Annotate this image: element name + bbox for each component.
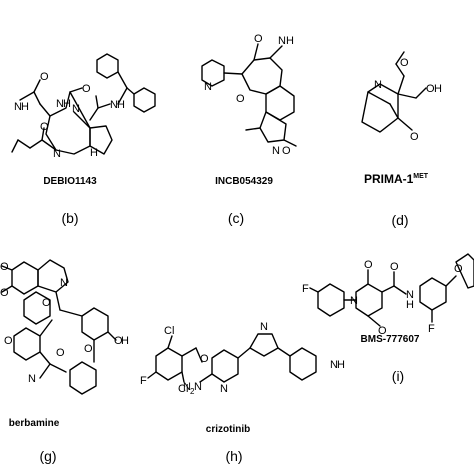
atom-n-2: N	[406, 289, 414, 301]
atom-o-2: O	[0, 287, 9, 299]
atom-f: F	[140, 375, 147, 387]
atom-o-4: O	[454, 263, 463, 275]
atom-h-bridge: H	[90, 147, 98, 159]
prima1met-superscript: MET	[413, 173, 429, 180]
atom-o-1: O	[364, 259, 373, 271]
atom-n-piperidine: N	[330, 359, 338, 371]
atom-h-amine: N	[183, 381, 191, 393]
panel-label-h: (h)	[225, 448, 243, 464]
atom-o-6: O	[114, 335, 123, 347]
atom-h-hydroxyl: H	[434, 83, 442, 95]
atom-o-hydroxyl: O	[426, 83, 435, 95]
atom-h-amide: H	[117, 99, 125, 111]
atom-o-chain: O	[40, 71, 49, 83]
structure-prima1met: N O O H O	[361, 51, 442, 143]
atom-o-acyl: O	[40, 121, 49, 133]
atom-o-carbonyl: O	[254, 33, 263, 45]
panel-label-b: (b)	[61, 210, 79, 226]
atom-n-pyridine: N	[220, 383, 228, 395]
atom-o-5: O	[84, 343, 93, 355]
panel-label-c: (c)	[227, 210, 245, 226]
atom-o-7: O	[56, 347, 65, 359]
atom-n-bridge: N	[72, 103, 80, 115]
atom-h-link: H	[63, 98, 71, 110]
atom-cl-1: Cl	[164, 325, 174, 337]
structure-crizotinib: Cl F Cl O N 2 N N N N H	[140, 321, 345, 396]
atom-o-ketone: O	[410, 131, 419, 143]
atom-n-1: N	[60, 277, 68, 289]
atom-o-1: O	[0, 261, 9, 273]
panel-label-i: (i)	[391, 368, 405, 384]
compound-name-bms777607: BMS-777607	[360, 334, 420, 345]
atom-h-methyl: H	[21, 101, 29, 113]
atom-o-2: O	[390, 261, 399, 273]
atom-o-ether: O	[236, 93, 245, 105]
atom-n-2: N	[28, 373, 36, 385]
atom-n-amine: N	[194, 381, 202, 393]
atom-o: O	[200, 353, 209, 365]
atom-n-amide: N	[110, 99, 118, 111]
prima1met-main: PRIMA-1	[363, 172, 414, 186]
panel-label-d: (d)	[391, 212, 409, 228]
atom-f-1: F	[302, 283, 309, 295]
atom-o-4: O	[42, 297, 51, 309]
atom-o-3: O	[378, 325, 387, 337]
atom-n-methyl: N	[14, 101, 22, 113]
atom-o-isoxazole: O	[282, 145, 291, 157]
atom-n-1: N	[350, 295, 358, 307]
compound-name-crizotinib: crizotinib	[205, 424, 251, 435]
compound-name-incb054329: INCB054329	[215, 176, 273, 187]
atom-n-amine: N	[278, 35, 286, 47]
atom-cl-2: Cl	[178, 383, 188, 395]
atom-o-3: O	[4, 335, 13, 347]
atom-n-pyridine: N	[204, 81, 212, 93]
atom-n: N	[374, 79, 382, 91]
atom-h-6: H	[121, 335, 129, 347]
panel-label-g: (g)	[39, 448, 57, 464]
atom-f-2: F	[428, 323, 435, 335]
atom-n-isoxazole: N	[272, 145, 280, 157]
structure-debio1143: N H N H O O N N H O N H	[11, 53, 156, 160]
structure-berbamine: O O O N O O O H N O	[0, 259, 129, 395]
structure-incb054329: N O N H O N O	[201, 33, 297, 157]
atom-n-pyrazole: N	[260, 321, 268, 333]
atom-2-amine: 2	[190, 387, 195, 396]
atom-n-ring: N	[53, 148, 61, 160]
compound-name-berbamine: berbamine	[8, 418, 60, 429]
atom-o-methoxy: O	[400, 57, 409, 69]
compound-name-debio1143: DEBIO1143	[43, 176, 97, 187]
compound-name-prima1met: PRIMA-1MET	[364, 172, 428, 186]
atom-h-2: H	[406, 299, 414, 311]
atom-o-ring: O	[82, 83, 91, 95]
atom-n-link: N	[56, 98, 64, 110]
atom-h-piperidine: H	[337, 359, 345, 371]
structure-bms777607: F N O O N H O F O	[302, 253, 474, 337]
atom-h-amine: H	[286, 35, 294, 47]
